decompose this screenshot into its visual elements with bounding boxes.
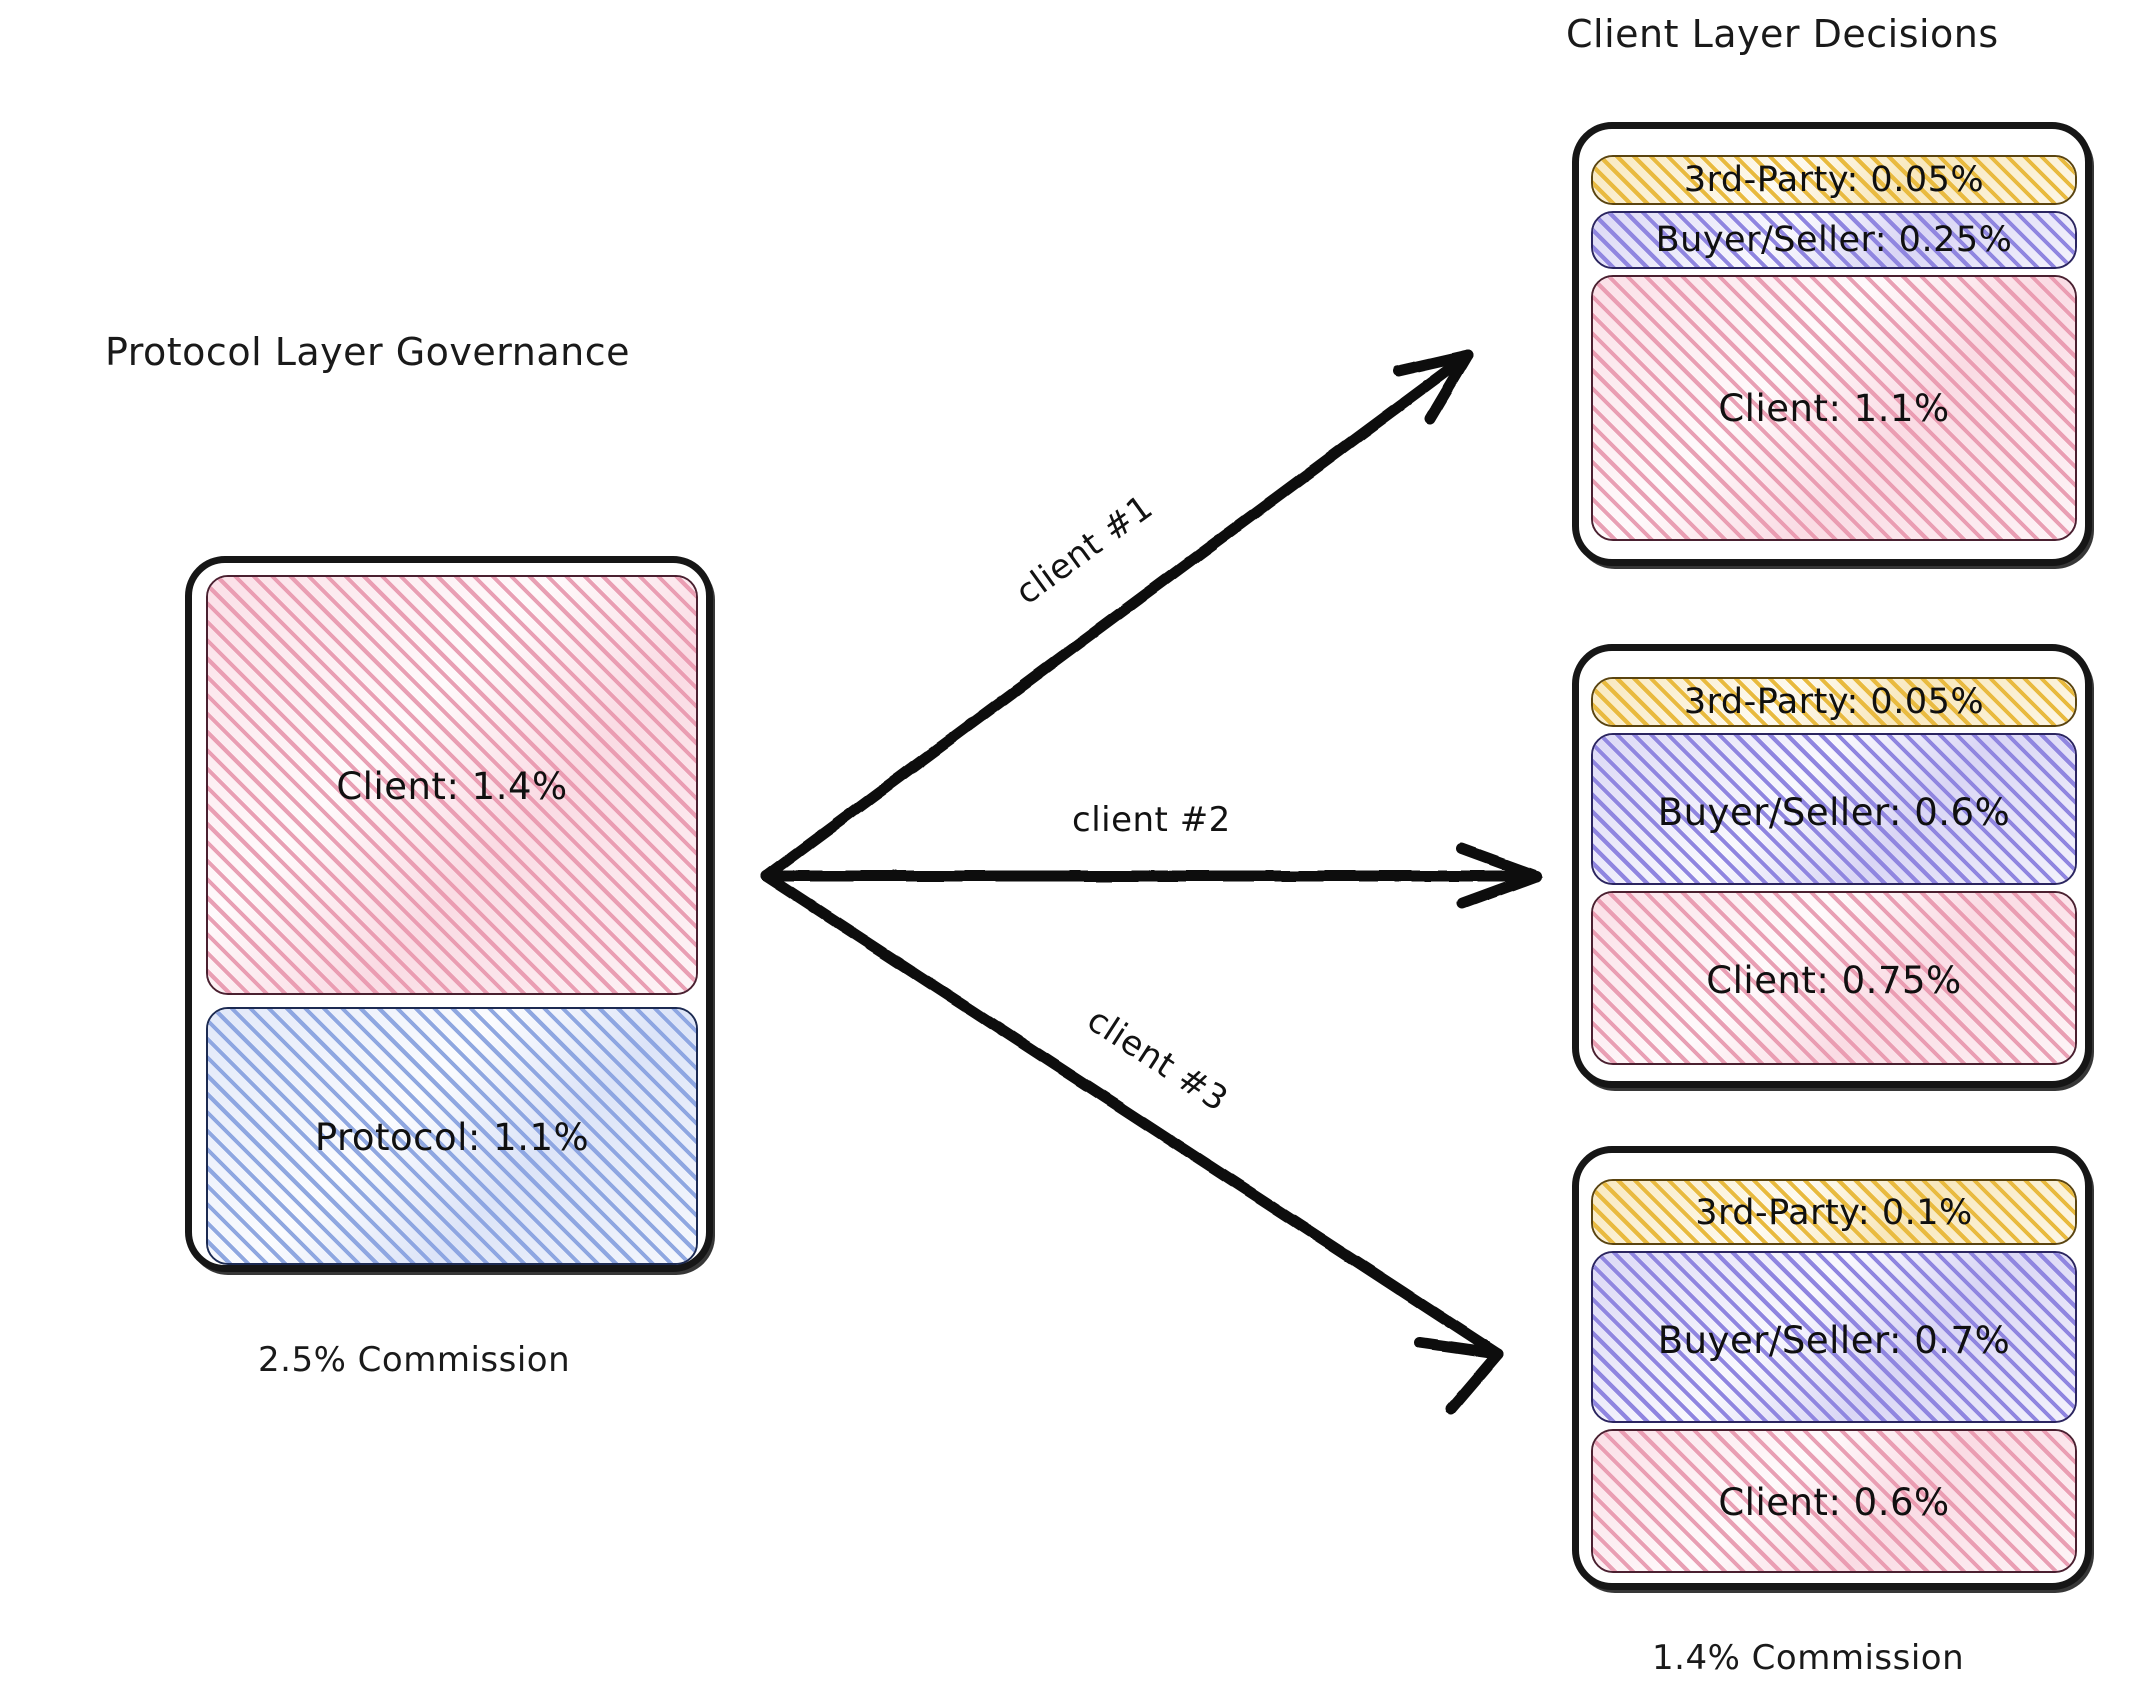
arrow-client-1-head [1392, 349, 1474, 425]
client-2-segment-client[interactable]: Client: 0.75% [1591, 891, 2077, 1065]
arrow-label-client-3: client #3 [1079, 999, 1235, 1121]
client-1-segment-third-party[interactable]: 3rd-Party: 0.05% [1591, 155, 2077, 205]
protocol-commission-caption: 2.5% Commission [258, 1340, 571, 1380]
client-box-1[interactable]: 3rd-Party: 0.05% Buyer/Seller: 0.25% Cli… [1572, 122, 2092, 566]
arrow-client-3-line [760, 870, 1504, 1360]
client-3-segment-buyer-seller[interactable]: Buyer/Seller: 0.7% [1591, 1251, 2077, 1423]
pink-hatch-fill [1593, 893, 2075, 1063]
client-box-2[interactable]: 3rd-Party: 0.05% Buyer/Seller: 0.6% Clie… [1572, 644, 2092, 1088]
purple-hatch-fill [1593, 735, 2075, 883]
client-2-segment-buyer-seller[interactable]: Buyer/Seller: 0.6% [1591, 733, 2077, 885]
client-commission-caption: 1.4% Commission [1652, 1638, 1965, 1678]
pink-hatch-fill [1593, 1431, 2075, 1571]
client-1-segment-buyer-seller[interactable]: Buyer/Seller: 0.25% [1591, 211, 2077, 269]
protocol-layer-box[interactable]: Client: 1.4% Protocol: 1.1% [185, 556, 713, 1272]
client-3-segment-third-party[interactable]: 3rd-Party: 0.1% [1591, 1179, 2077, 1245]
arrow-label-client-1: client #1 [1008, 487, 1161, 613]
client-box-3[interactable]: 3rd-Party: 0.1% Buyer/Seller: 0.7% Clien… [1572, 1146, 2092, 1590]
protocol-segment-protocol[interactable]: Protocol: 1.1% [206, 1007, 698, 1265]
protocol-segment-client[interactable]: Client: 1.4% [206, 575, 698, 995]
yellow-hatch-fill [1593, 679, 2075, 725]
arrow-client-1-line [760, 349, 1474, 882]
arrow-label-client-2: client #2 [1072, 800, 1231, 840]
purple-hatch-fill [1593, 213, 2075, 267]
client-2-segment-third-party[interactable]: 3rd-Party: 0.05% [1591, 677, 2077, 727]
client-1-segment-client[interactable]: Client: 1.1% [1591, 275, 2077, 541]
arrow-client-2-head [1456, 843, 1542, 909]
client-layer-title: Client Layer Decisions [1566, 12, 1999, 56]
blue-hatch-fill [208, 1009, 696, 1263]
purple-hatch-fill [1593, 1253, 2075, 1421]
yellow-hatch-fill [1593, 1181, 2075, 1243]
arrow-client-3-head [1414, 1337, 1504, 1415]
client-3-segment-client[interactable]: Client: 0.6% [1591, 1429, 2077, 1573]
yellow-hatch-fill [1593, 157, 2075, 203]
pink-hatch-fill [1593, 277, 2075, 539]
pink-hatch-fill [208, 577, 696, 993]
protocol-layer-title: Protocol Layer Governance [105, 330, 630, 374]
